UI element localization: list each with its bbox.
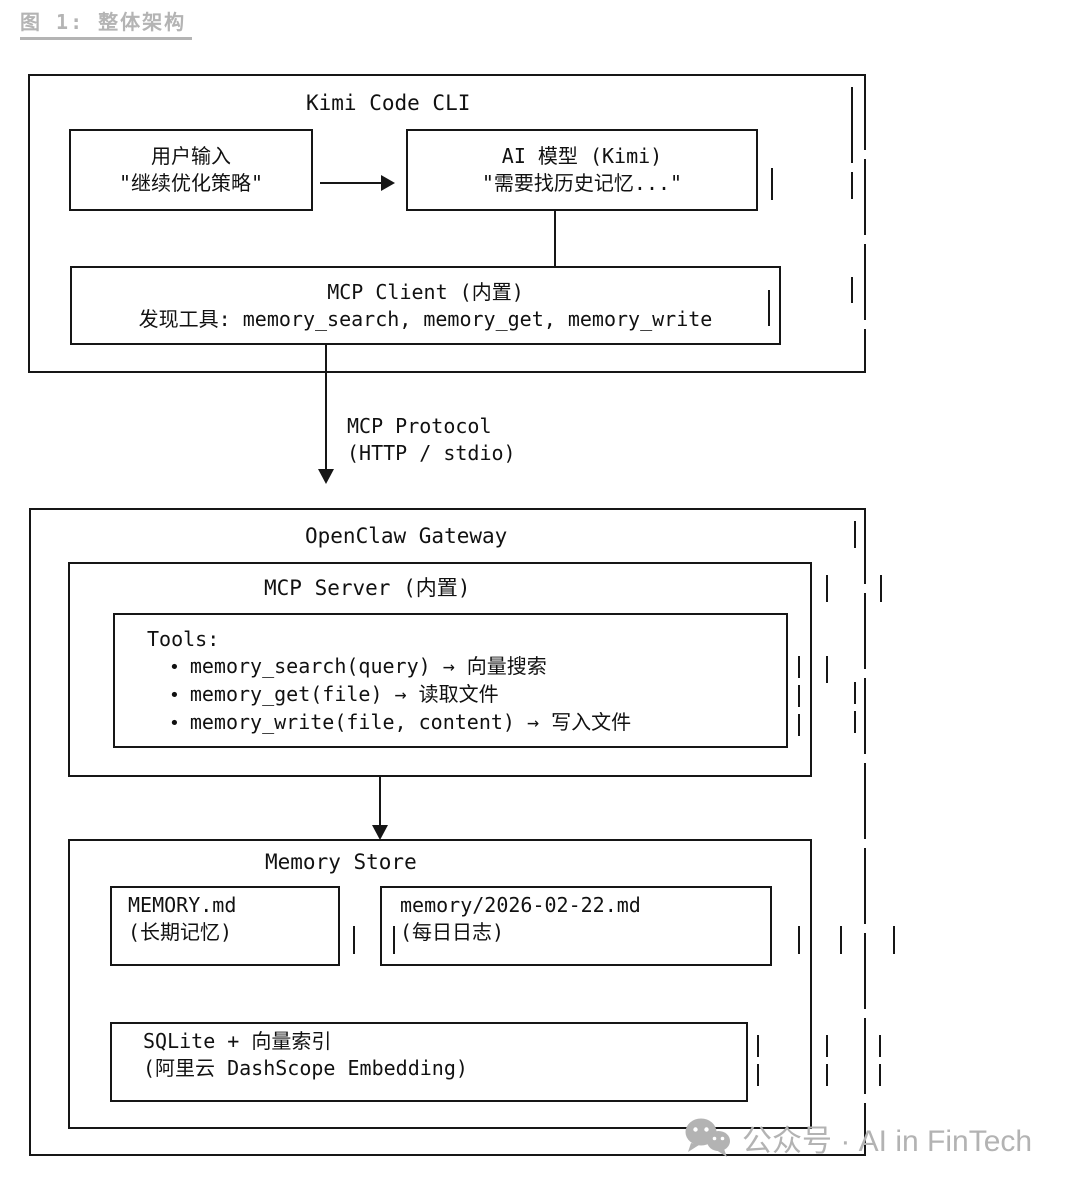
tools-item-label: memory_write(file, content) → 写入文件 <box>189 710 632 734</box>
daily-file-line1: memory/2026-02-22.md <box>400 893 641 917</box>
dash-mark <box>851 277 853 303</box>
user-to-ai-arrow-line <box>320 182 382 184</box>
tools-item-label: memory_search(query) → 向量搜索 <box>189 654 547 678</box>
kimi-cli-box <box>28 74 866 373</box>
dash-mark <box>826 656 828 683</box>
tools-item: • memory_get(file) → 读取文件 <box>147 681 499 709</box>
figure-title: 图 1: 整体架构 <box>20 6 193 40</box>
user-input-line1: 用户输入 <box>151 144 231 168</box>
tools-box <box>113 613 788 748</box>
mcp-protocol-label-line1: MCP Protocol <box>347 414 492 438</box>
long-term-file-text: MEMORY.md (长期记忆) <box>128 892 236 946</box>
openclaw-gateway-box-right-edge <box>864 508 866 1156</box>
openclaw-gateway-box <box>29 508 866 1156</box>
tools-item: • memory_write(file, content) → 写入文件 <box>147 709 631 737</box>
dash-mark <box>879 1035 881 1092</box>
ai-to-client-connector <box>554 211 556 266</box>
ai-model-box <box>406 129 758 211</box>
bullet-icon: • <box>169 685 180 706</box>
long-term-file-box <box>110 886 340 966</box>
dash-mark <box>757 1035 759 1092</box>
user-to-ai-arrow-head <box>381 175 395 191</box>
dash-mark <box>854 521 856 548</box>
mcp-server-title: MCP Server (内置) <box>264 576 471 600</box>
dash-mark <box>798 656 800 738</box>
kimi-cli-box-right-edge <box>864 74 866 373</box>
mcp-protocol-label-line2: (HTTP / stdio) <box>347 441 516 465</box>
dash-mark <box>798 926 800 954</box>
mcp-client-text: MCP Client (内置) 发现工具: memory_search, mem… <box>72 268 779 343</box>
openclaw-gateway-title: OpenClaw Gateway <box>305 524 508 548</box>
long-term-file-line1: MEMORY.md <box>128 893 237 917</box>
dash-mark <box>851 87 853 199</box>
watermark: 公众号 · AI in FinTech <box>684 1116 1032 1160</box>
daily-file-line2: (每日日志) <box>400 920 505 944</box>
bullet-icon: • <box>169 657 180 678</box>
sqlite-index-text: SQLite + 向量索引 (阿里云 DashScope Embedding) <box>143 1028 468 1082</box>
sqlite-index-line1: SQLite + 向量索引 <box>143 1029 332 1053</box>
mcp-server-box <box>68 562 812 777</box>
dash-mark <box>353 926 355 954</box>
dash-mark <box>893 926 895 954</box>
daily-file-text: memory/2026-02-22.md (每日日志) <box>400 892 641 946</box>
sqlite-index-line2: (阿里云 DashScope Embedding) <box>143 1056 468 1080</box>
kimi-cli-box-title: Kimi Code CLI <box>306 91 471 115</box>
mcp-client-box <box>70 266 781 345</box>
dash-mark <box>826 575 828 602</box>
dash-mark <box>840 926 842 954</box>
memory-store-title: Memory Store <box>265 850 417 874</box>
tools-item-label: memory_get(file) → 读取文件 <box>189 682 499 706</box>
memory-store-box <box>68 839 812 1129</box>
mcp-protocol-arrow-head <box>318 469 334 484</box>
server-to-store-arrow-line <box>379 777 381 825</box>
mcp-client-line2: 发现工具: memory_search, memory_get, memory_… <box>138 306 713 331</box>
server-to-store-arrow-head <box>372 825 388 840</box>
wechat-bubbles-icon <box>685 1118 730 1157</box>
sqlite-index-box <box>110 1022 748 1102</box>
ai-model-line2: "需要找历史记忆..." <box>481 171 683 195</box>
mcp-client-line1: MCP Client (内置) <box>327 279 524 304</box>
dash-mark <box>393 926 395 954</box>
ai-model-line1: AI 模型 (Kimi) <box>501 144 663 168</box>
watermark-text: 公众号 · AI in FinTech <box>742 1125 1033 1158</box>
bullet-icon: • <box>169 713 180 734</box>
tools-heading: Tools: <box>147 627 220 651</box>
dash-mark <box>826 1035 828 1092</box>
dash-mark <box>854 682 856 738</box>
dash-mark <box>771 168 773 200</box>
mcp-protocol-arrow-line <box>325 345 327 469</box>
tools-text: Tools: • memory_search(query) → 向量搜索 • m… <box>147 626 631 737</box>
user-input-line2: "继续优化策略" <box>118 171 264 195</box>
long-term-file-line2: (长期记忆) <box>128 920 233 944</box>
dash-mark <box>880 575 882 602</box>
daily-file-box <box>380 886 772 966</box>
user-input-text: 用户输入 "继续优化策略" <box>71 131 311 209</box>
tools-item: • memory_search(query) → 向量搜索 <box>147 653 547 681</box>
dash-mark <box>768 290 770 326</box>
ai-model-text: AI 模型 (Kimi) "需要找历史记忆..." <box>408 131 756 209</box>
user-input-box <box>69 129 313 211</box>
